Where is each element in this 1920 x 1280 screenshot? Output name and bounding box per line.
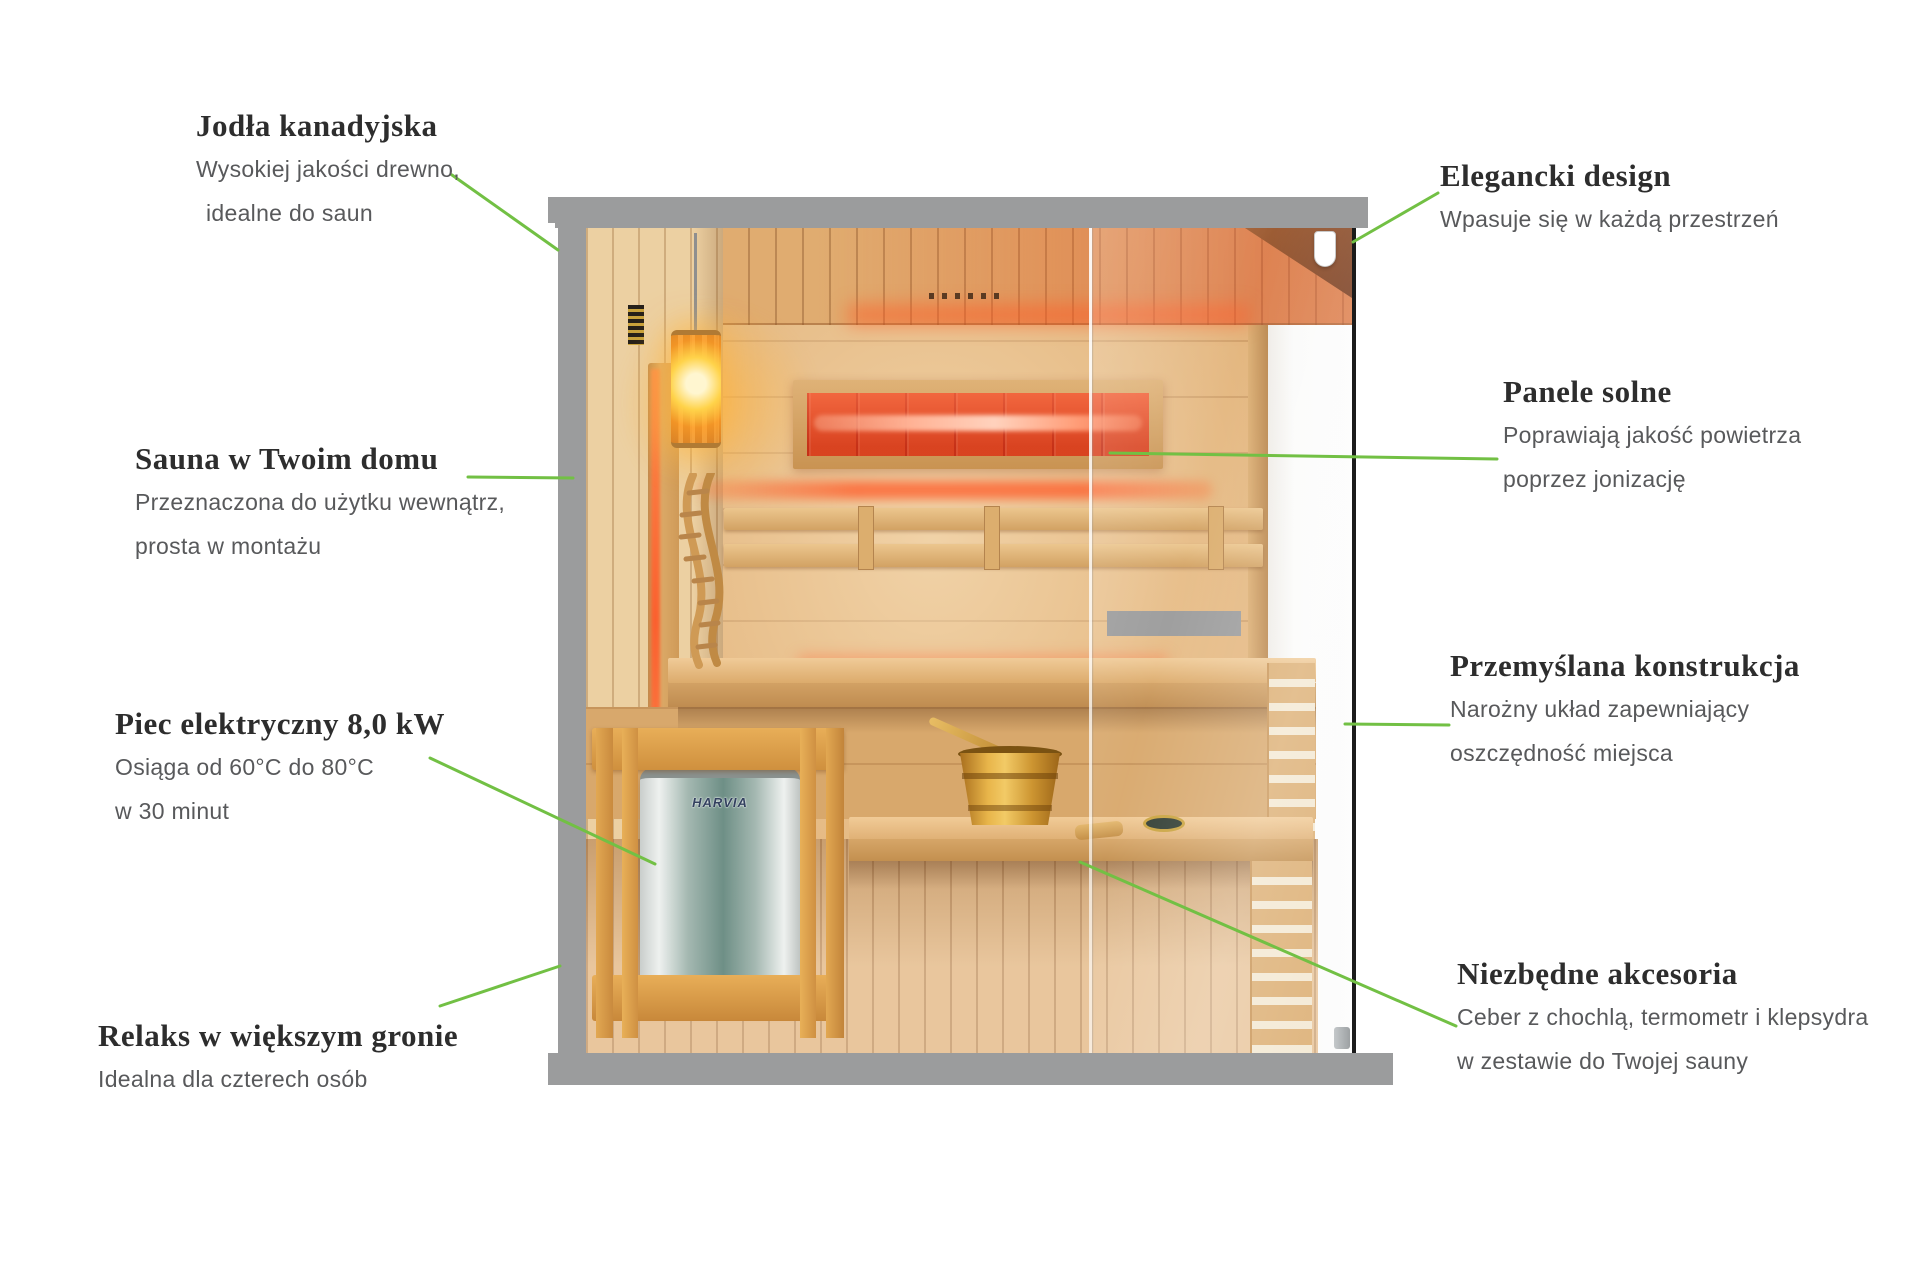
- upper-bench-top: [668, 658, 1316, 683]
- callout-jodla-kanadyjska: Jodła kanadyjska Wysokiej jakości drewno…: [196, 108, 460, 246]
- sauna-lamp: [671, 330, 721, 448]
- callout-piec-elektryczny: Piec elektryczny 8,0 kW Osiąga od 60°C d…: [115, 706, 445, 844]
- ceiling-glow: [848, 305, 1248, 325]
- line-piec: [428, 756, 657, 866]
- callout-niezbedne-akcesoria: Niezbędne akcesoria Ceber z chochlą, ter…: [1457, 956, 1869, 1094]
- callout-title: Panele solne: [1503, 374, 1672, 409]
- frame-top-bar: [555, 197, 1368, 228]
- callout-line: Wysokiej jakości drewno,: [196, 156, 460, 182]
- callout-line: Narożny układ zapewniający: [1450, 696, 1750, 722]
- heater-guard-post-right-inner: [800, 728, 816, 1038]
- callout-elegancki-design: Elegancki design Wpasuje się w każdą prz…: [1440, 158, 1779, 252]
- callout-przemyslana-konstrukcja: Przemyślana konstrukcja Narożny układ za…: [1450, 648, 1800, 786]
- line-sauna-dom: [466, 475, 575, 480]
- line-przemyslana: [1343, 722, 1451, 727]
- callout-title: Jodła kanadyjska: [196, 108, 438, 143]
- glass-right-edge: [1352, 223, 1356, 1055]
- callout-title: Niezbędne akcesoria: [1457, 956, 1738, 991]
- callout-line: Wpasuje się w każdą przestrzeń: [1440, 206, 1779, 232]
- callout-title: Przemyślana konstrukcja: [1450, 648, 1800, 683]
- bucket-hoop-lower: [968, 805, 1052, 811]
- wall-control-panel: [1107, 611, 1241, 636]
- glass-seam: [1089, 228, 1092, 1053]
- door-glow-strip: [651, 369, 660, 787]
- line-jodla: [450, 173, 560, 252]
- callout-title: Piec elektryczny 8,0 kW: [115, 706, 446, 741]
- callout-line: Poprawiają jakość powietrza: [1503, 422, 1802, 448]
- lower-bench-shadow: [849, 861, 1313, 889]
- heater-body: [640, 768, 800, 1006]
- callout-line: Osiąga od 60°C do 80°C: [115, 754, 374, 780]
- callout-line: idealne do saun: [206, 200, 373, 226]
- heater-guard-post-left-outer: [596, 728, 613, 1038]
- line-relaks: [438, 964, 562, 1008]
- callout-line: w zestawie do Twojej sauny: [1457, 1048, 1749, 1074]
- callout-title: Sauna w Twoim domu: [135, 441, 439, 476]
- ceiling-vents: [929, 293, 1003, 299]
- upper-bench-face: [668, 683, 1316, 707]
- line-niezbedne: [1078, 860, 1458, 1028]
- callout-panele-solne: Panele solne Poprawiają jakość powietrza…: [1503, 374, 1801, 512]
- callout-line: w 30 minut: [115, 798, 230, 824]
- salt-panel-light-streak: [814, 415, 1142, 431]
- lamp-rod: [694, 233, 697, 333]
- led-glow-strip: [698, 481, 1213, 499]
- callout-line: Idealna dla czterech osób: [98, 1066, 368, 1092]
- line-elegancki: [1351, 191, 1440, 244]
- glass-reflection: [1090, 228, 1353, 1053]
- callout-line: Ceber z chochlą, termometr i klepsydra: [1457, 1004, 1869, 1030]
- accessory-sand-timer: [1143, 815, 1185, 832]
- callout-relaks-w-wiekszym-gronie: Relaks w większym gronie Idealna dla czt…: [98, 1018, 458, 1112]
- callout-title: Relaks w większym gronie: [98, 1018, 459, 1053]
- callout-line: prosta w montażu: [135, 533, 322, 559]
- bucket-hoop-upper: [962, 773, 1058, 779]
- backrest-mount-1: [858, 506, 874, 570]
- upper-bench-end-slats: [1267, 663, 1315, 839]
- lower-bench-end-slats: [1250, 861, 1312, 1053]
- curved-backrest-ladder: [678, 473, 724, 669]
- lower-bench-face: [849, 839, 1313, 861]
- heater-guard-post-left-inner: [622, 728, 638, 1038]
- callout-line: oszczędność miejsca: [1450, 740, 1674, 766]
- glass-bottom-clamp: [1334, 1027, 1350, 1049]
- harvia-logo: HARVIA: [692, 795, 748, 810]
- bucket: [960, 753, 1060, 825]
- glass-door-handle: [1314, 231, 1336, 267]
- backrest-mount-2: [984, 506, 1000, 570]
- backrest-mount-3: [1208, 506, 1224, 570]
- line-panele: [1108, 451, 1499, 461]
- callout-sauna-w-twoim-domu: Sauna w Twoim domu Przeznaczona do użytk…: [135, 441, 505, 579]
- callout-line: poprzez jonizację: [1503, 466, 1686, 492]
- sauna-photo: HARVIA: [548, 193, 1393, 1085]
- heater-guard-post-right-outer: [826, 728, 844, 1038]
- callout-title: Elegancki design: [1440, 158, 1672, 193]
- callout-line: Przeznaczona do użytku wewnątrz,: [135, 489, 506, 515]
- frame-base-bar: [548, 1053, 1393, 1085]
- frame-left-column: [558, 197, 586, 1053]
